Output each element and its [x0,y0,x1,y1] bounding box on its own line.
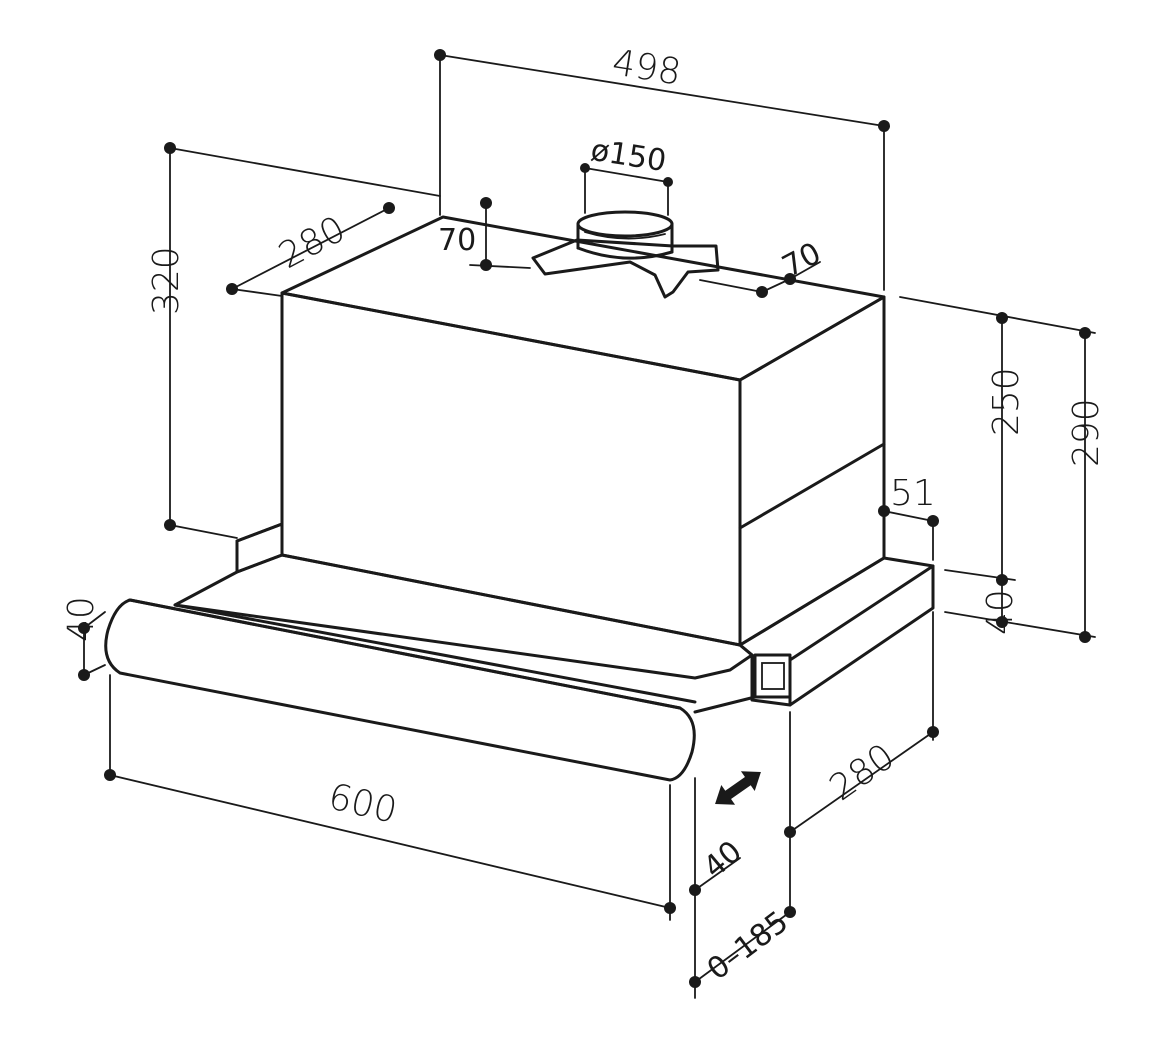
dim-320: 320 [146,246,187,315]
dim-40-bottom: 40 [697,834,749,885]
drawer-handle [104,598,696,782]
dim-51: 51 [890,473,936,514]
collar-ring-top [576,210,674,238]
double-arrow-icon [715,771,761,805]
dim-250: 250 [986,367,1027,436]
dim-290: 290 [1066,398,1107,467]
dim-498: 498 [609,42,683,93]
sliding-drawer [104,522,935,782]
duct-collar [531,210,720,299]
end-box [753,653,792,699]
dimension-labels: 498 ø150 280 70 70 320 250 290 51 40 40 … [61,42,1107,987]
dim-280-bottom: 280 [822,736,902,809]
dim-600: 600 [325,776,401,831]
dim-0-185: 0–185 [701,904,795,987]
hood-side-face [738,295,886,647]
dimension-markers [78,49,1091,988]
dim-70-left: 70 [438,223,476,258]
dimension-lines [83,54,1096,999]
lower-frame-right [738,556,935,707]
collar-base [531,238,720,299]
dim-40-left: 40 [61,596,102,642]
dim-diameter-150: ø150 [588,133,668,179]
dim-40-right: 40 [980,589,1021,635]
hood-front-face [280,291,742,647]
